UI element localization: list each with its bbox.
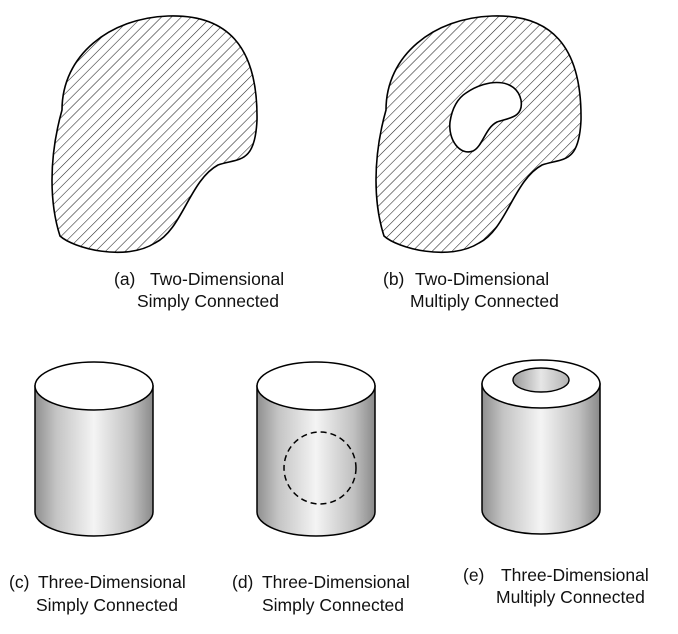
- caption-a-line2: Simply Connected: [137, 291, 279, 311]
- caption-d-letter: (d): [232, 572, 253, 592]
- panel-a: (a) Two-Dimensional Simply Connected: [51, 15, 284, 311]
- cylinder-c-body: [34, 385, 154, 537]
- panel-d: (d) Three-Dimensional Simply Connected: [232, 361, 410, 615]
- caption-b-letter: (b): [383, 269, 404, 289]
- caption-c-letter: (c): [9, 572, 29, 592]
- region-b-shape: [375, 15, 582, 254]
- caption-e-title: Three-Dimensional: [501, 565, 649, 585]
- caption-a-line1: (a) Two-Dimensional: [114, 269, 284, 289]
- caption-d-line2: Simply Connected: [262, 595, 404, 615]
- caption-c-title: Three-Dimensional: [38, 572, 186, 592]
- caption-e-line1: (e) Three-Dimensional: [463, 565, 649, 585]
- caption-a-title: Two-Dimensional: [150, 269, 284, 289]
- caption-a-letter: (a): [114, 269, 135, 289]
- caption-d-title: Three-Dimensional: [262, 572, 410, 592]
- panel-c: (c) Three-Dimensional Simply Connected: [9, 361, 186, 615]
- caption-c-line1: (c) Three-Dimensional: [9, 572, 186, 592]
- caption-b-line2: Multiply Connected: [410, 291, 559, 311]
- caption-b-line1: (b) Two-Dimensional: [383, 269, 549, 289]
- caption-c-line2: Simply Connected: [36, 595, 178, 615]
- cylinder-e-bore: [512, 367, 570, 393]
- panel-b: (b) Two-Dimensional Multiply Connected: [375, 15, 582, 311]
- caption-d-line1: (d) Three-Dimensional: [232, 572, 410, 592]
- cylinder-d-body: [256, 385, 376, 537]
- caption-b-title: Two-Dimensional: [415, 269, 549, 289]
- region-a-shape: [51, 15, 258, 254]
- cylinder-e-body: [481, 383, 601, 535]
- cylinder-c-top: [34, 361, 154, 411]
- panel-e: (e) Three-Dimensional Multiply Connected: [463, 359, 649, 607]
- caption-e-letter: (e): [463, 565, 484, 585]
- cylinder-d-top: [256, 361, 376, 411]
- caption-e-line2: Multiply Connected: [496, 587, 645, 607]
- internal-cavity-outline: [283, 431, 357, 505]
